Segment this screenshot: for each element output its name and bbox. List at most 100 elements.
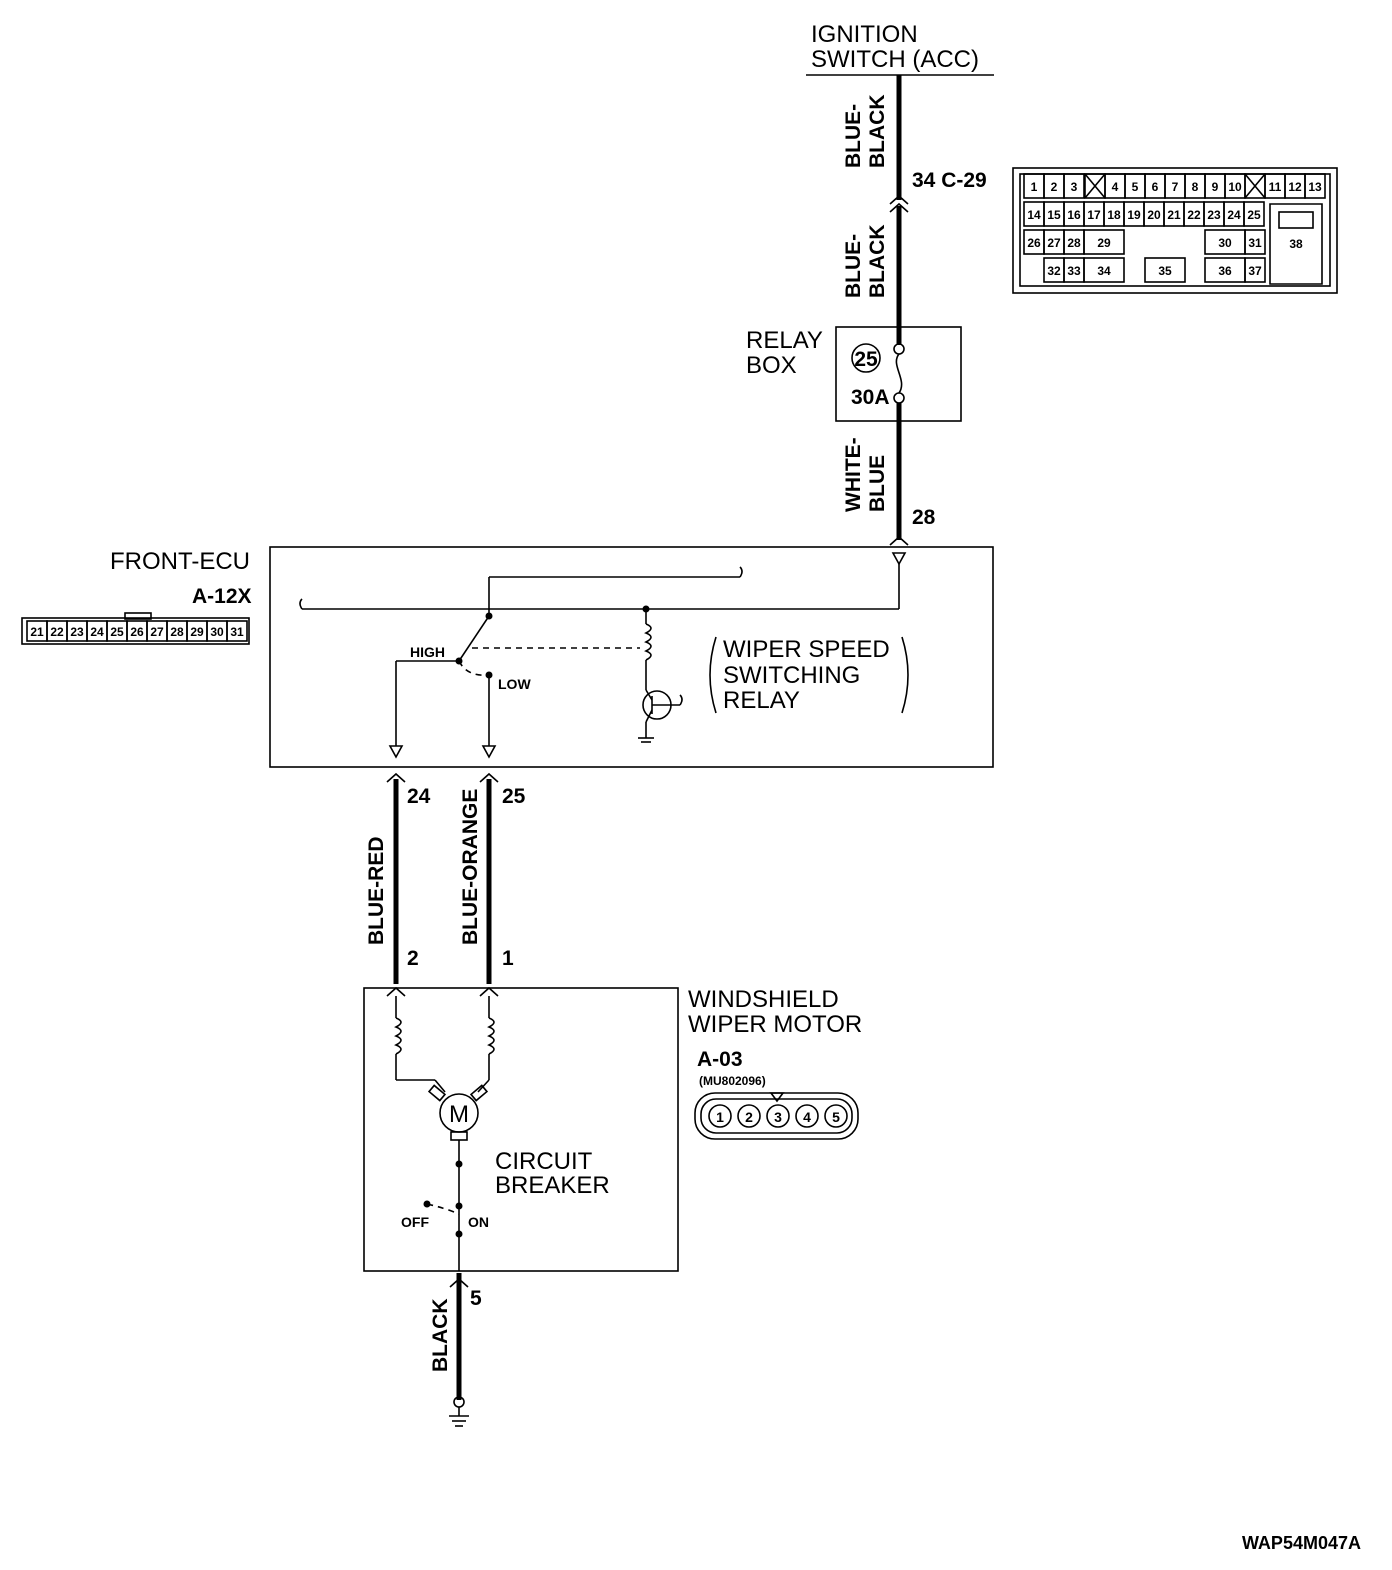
relay-coil (644, 623, 652, 661)
c29-pin-10: 10 (1228, 180, 1242, 194)
a03-pin-3: 3 (774, 1109, 782, 1125)
c29-pin-13: 13 (1308, 180, 1322, 194)
wire-label-ign-c29-2: BLACK (866, 95, 889, 169)
c29-pin-34: 34 (1097, 264, 1111, 278)
c29-pin-37: 37 (1248, 264, 1262, 278)
a12x-pin-31: 31 (230, 625, 244, 639)
circuit-breaker-label-2: BREAKER (495, 1172, 610, 1199)
c29-pin-26: 26 (1027, 236, 1041, 250)
pin-label-motor-2: 2 (407, 947, 419, 970)
front-ecu-label: FRONT-ECU (110, 548, 250, 575)
a03-pin-1: 1 (716, 1109, 724, 1125)
c29-pin-1: 1 (1031, 180, 1038, 194)
breaker-on-label: ON (468, 1214, 489, 1230)
c29-pin-3-cell (1063, 173, 1085, 199)
c29-pin-21: 21 (1167, 208, 1181, 222)
c29-pin-12: 12 (1288, 180, 1302, 194)
c29-connector-symbol (889, 194, 909, 213)
c29-pin-9: 9 (1212, 180, 1219, 194)
c29-pin-15: 15 (1047, 208, 1061, 222)
c29-pin-14: 14 (1027, 208, 1041, 222)
fuse-element (895, 353, 903, 394)
a12x-pin-31-cell (226, 620, 248, 642)
c29-pin-32: 32 (1047, 264, 1061, 278)
c29-pin-11: 11 (1269, 180, 1282, 194)
ecu-pin24-chevron (386, 772, 406, 783)
circuit-breaker-label-1: CIRCUIT (495, 1148, 593, 1175)
c29-pin-36: 36 (1218, 264, 1232, 278)
c29-pin-4: 4 (1112, 180, 1119, 194)
pin-label-ecu-25: 25 (502, 785, 526, 808)
c29-pin-3: 3 (1071, 180, 1078, 194)
a12x-pin-25: 25 (110, 625, 124, 639)
c29-pin-16: 16 (1067, 208, 1081, 222)
wiper-motor: WINDSHIELD WIPER MOTOR A-03 (MU802096) M… (363, 986, 862, 1272)
a03-pin-5: 5 (832, 1109, 840, 1125)
pin-label-ecu-28: 28 (912, 506, 936, 529)
wiper-motor-connector-label: A-03 (697, 1048, 743, 1071)
connector-a03-face: 1 2 3 4 5 (694, 1092, 859, 1140)
c29-pin-31-cell (1244, 229, 1266, 255)
ecu-pin25-chevron (479, 772, 499, 783)
c29-pin-25: 25 (1247, 208, 1261, 222)
c29-pin-13-cell (1304, 173, 1326, 199)
relay-box-label-1: RELAY (746, 327, 823, 354)
wiper-relay-label-1: WIPER SPEED (723, 636, 890, 663)
a03-pin-2: 2 (745, 1109, 753, 1125)
c29-blank-cavity-1 (1084, 173, 1106, 199)
a03-pin-5-cell (824, 1104, 848, 1128)
wire-label-ign-c29-1: BLUE- (842, 104, 865, 168)
c29-pin-27: 27 (1047, 236, 1061, 250)
motor-symbol: M (449, 1101, 469, 1128)
wiper-motor-label-1: WINDSHIELD (688, 986, 839, 1013)
c29-pin-29: 29 (1097, 236, 1111, 250)
ecu-pin28-chevron (889, 535, 909, 546)
a03-pin-2-cell (737, 1104, 761, 1128)
ignition-switch: IGNITION SWITCH (ACC) (806, 21, 994, 76)
c29-pin-34-cell (1083, 257, 1125, 283)
c29-pin-18: 18 (1107, 208, 1121, 222)
wire-label-relay-ecu-2: BLUE (866, 455, 889, 512)
motor-coil-high (394, 1017, 402, 1055)
pin-label-ecu-24: 24 (407, 785, 431, 808)
a12x-pin-22: 22 (50, 625, 64, 639)
wiper-relay-label-2: SWITCHING (723, 662, 860, 689)
a12x-pin-29: 29 (190, 625, 204, 639)
c29-pin-5: 5 (1132, 180, 1139, 194)
wire-label-c29-relay-2: BLACK (866, 225, 889, 299)
a12x-pin-23: 23 (70, 625, 84, 639)
c29-pin-28: 28 (1067, 236, 1081, 250)
front-ecu: FRONT-ECU A-12X HIGH LOW (110, 546, 994, 768)
relay-low-label: LOW (498, 676, 531, 692)
c29-pin-17: 17 (1087, 208, 1101, 222)
a03-pin-4: 4 (803, 1109, 811, 1125)
a12x-pin-21: 21 (30, 625, 44, 639)
relay-box-label-2: BOX (746, 352, 797, 379)
wiper-motor-part-number: (MU802096) (699, 1074, 766, 1088)
pin-label-motor-5: 5 (470, 1287, 482, 1310)
wire-label-black: BLACK (429, 1299, 452, 1373)
c29-pin-37-cell (1244, 257, 1266, 283)
c29-pin-29-cell (1083, 229, 1125, 255)
a03-pin-1-cell (708, 1104, 732, 1128)
c29-pin-25-cell (1243, 201, 1265, 227)
a12x-pin-24: 24 (90, 625, 104, 639)
fuse-rating: 30A (851, 386, 890, 409)
ignition-switch-label-1: IGNITION (811, 21, 918, 48)
c29-pin-23: 23 (1207, 208, 1221, 222)
pin-label-c29: 34 C-29 (912, 169, 987, 192)
c29-pin-19: 19 (1127, 208, 1141, 222)
c29-pin-33: 33 (1067, 264, 1081, 278)
relay-box: RELAY BOX 25 30A (746, 326, 962, 422)
c29-pin-7: 7 (1172, 180, 1179, 194)
wire-label-blue-orange: BLUE-ORANGE (459, 789, 482, 945)
breaker-off-label: OFF (401, 1214, 429, 1230)
c29-pin-35-cell (1144, 257, 1186, 283)
figure-code: WAP54M047A (1242, 1533, 1361, 1553)
c29-pin-30: 30 (1218, 236, 1232, 250)
ignition-switch-label-2: SWITCH (ACC) (811, 46, 979, 73)
fuse-number: 25 (854, 348, 878, 371)
c29-pin-6: 6 (1152, 180, 1159, 194)
c29-pin-38: 38 (1289, 237, 1303, 251)
